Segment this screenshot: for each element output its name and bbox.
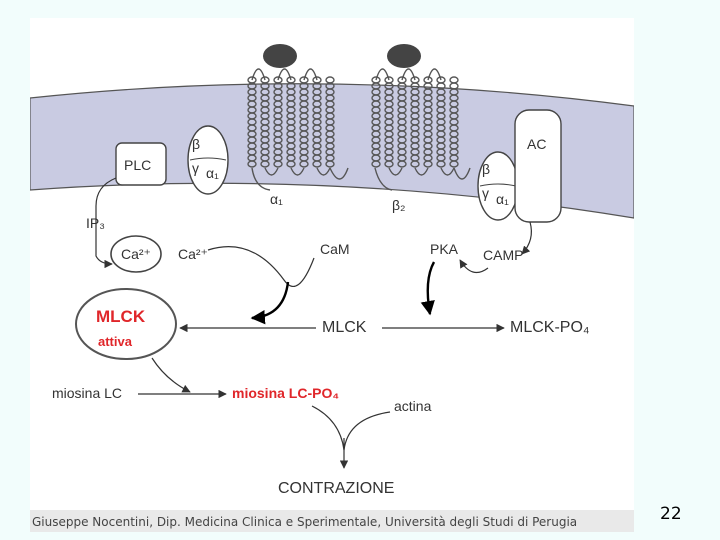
cam-label: CaM [320, 241, 350, 257]
g-alpha-left: α₁ [206, 165, 219, 181]
miosina-lc-label: miosina LC [52, 385, 122, 401]
pka-label: PKA [430, 241, 459, 257]
camp-label: CAMP [483, 247, 523, 263]
g-alpha-right: α₁ [496, 191, 509, 207]
page-number: 22 [660, 504, 682, 524]
g-gamma-right: γ [482, 185, 489, 201]
mlck-active-label: MLCK [96, 307, 146, 326]
g-beta-left: β [192, 136, 200, 152]
plc-label: PLC [124, 157, 151, 173]
diagram-canvas: α₁ β₂ β γ α₁ β γ α₁ PLC AC IP₃ Ca²⁺ [30, 44, 634, 497]
contrazione-label: CONTRAZIONE [278, 480, 394, 497]
beta2-receptor [371, 44, 471, 191]
ac-label: AC [527, 136, 546, 152]
actina-label: actina [394, 398, 432, 414]
mlck-attiva-label: attiva [98, 334, 133, 349]
ca-free-label: Ca²⁺ [178, 246, 208, 262]
alpha1-receptor-label: α₁ [270, 191, 283, 207]
ca-store [110, 235, 162, 273]
alpha1-receptor [247, 44, 349, 191]
g-protein-right: β γ α₁ [477, 151, 519, 221]
ip3-label: IP₃ [86, 215, 105, 231]
g-beta-right: β [482, 161, 490, 177]
plc-box [115, 142, 167, 186]
g-gamma-left: γ [192, 160, 199, 176]
miosina-lc-po4-label: miosina LC-PO₄ [232, 385, 339, 401]
ca-store-label: Ca²⁺ [121, 246, 151, 262]
signaling-diagram: α₁ β₂ β γ α₁ β γ α₁ PLC AC IP₃ Ca²⁺ [30, 18, 634, 510]
beta2-receptor-label: β₂ [392, 197, 406, 213]
mlck-active-circle [75, 288, 177, 360]
ac-box [514, 109, 562, 223]
mlck-po4-label: MLCK-PO₄ [510, 319, 589, 336]
mlck-label: MLCK [322, 319, 367, 336]
footer-caption: Giuseppe Nocentini, Dip. Medicina Clinic… [30, 510, 634, 532]
g-protein-left: β γ α₁ [187, 125, 229, 195]
